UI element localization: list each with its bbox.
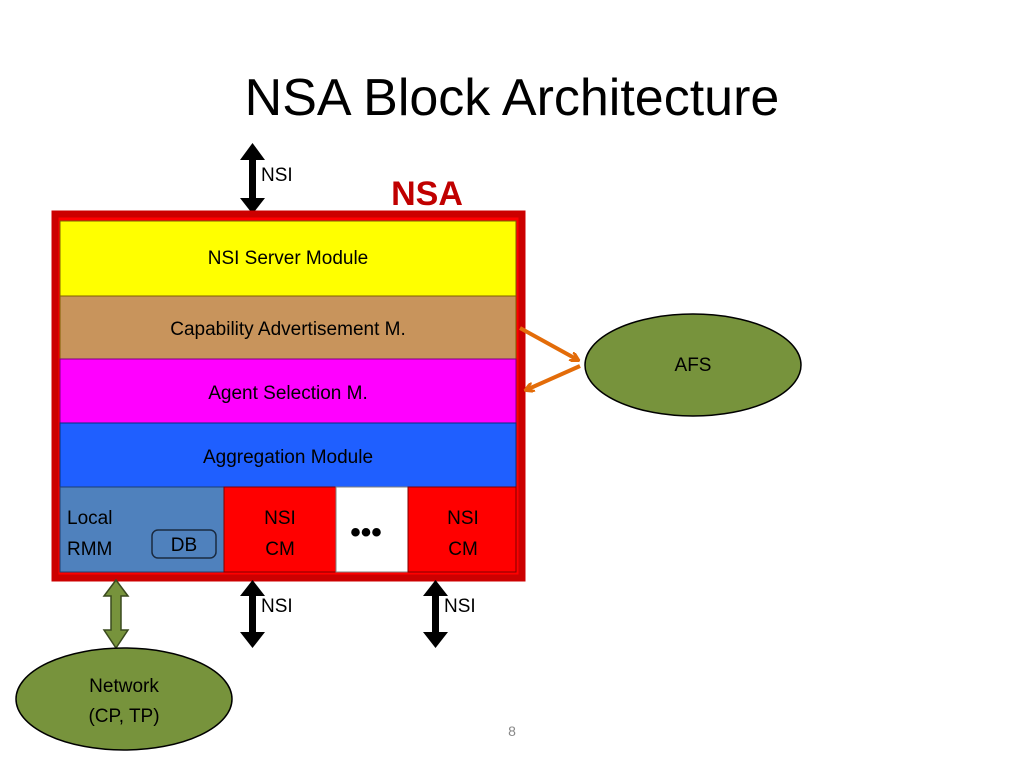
ellipsis-block: ••• [335,486,409,573]
slide-title: NSA Block Architecture [244,69,780,127]
nsi-cm-block-1: NSI CM [223,486,337,573]
ellipsis-label: ••• [350,516,382,549]
nsi-server-module-label: NSI Server Module [208,248,369,269]
bottom-nsi-arrow-2 [423,580,448,648]
top-nsi-arrow [240,143,265,214]
local-rmm-label-line2: RMM [67,539,112,560]
db-label: DB [171,535,197,556]
agent-selection-module: Agent Selection M. [59,358,517,424]
afs-arrow-in [526,364,581,390]
bottom-nsi-arrow-1 [240,580,265,648]
capability-advertisement-module: Capability Advertisement M. [59,295,517,360]
aggregation-module-label: Aggregation Module [203,447,373,468]
agent-selection-label: Agent Selection M. [208,383,367,404]
nsi-cm-1-line1: NSI [264,508,296,529]
nsa-label: NSA [391,175,463,213]
network-node: Network (CP, TP) [15,647,233,751]
page-number: 8 [508,723,516,739]
nsi-cm-block-2: NSI CM [407,486,517,573]
bottom-nsi-label-1: NSI [261,596,293,617]
network-label-line1: Network [89,676,159,697]
afs-label: AFS [675,355,712,376]
bottom-nsi-label-2: NSI [444,596,476,617]
local-rmm-block: Local RMM DB [59,486,225,573]
aggregation-module: Aggregation Module [59,422,517,488]
top-nsi-label: NSI [261,165,293,186]
network-label-line2: (CP, TP) [88,706,159,727]
nsi-cm-2-line1: NSI [447,508,479,529]
local-rmm-label-line1: Local [67,508,112,529]
capability-advertisement-label: Capability Advertisement M. [170,319,406,340]
afs-arrow-out [519,326,578,360]
db-box [151,529,217,559]
afs-node: AFS [584,313,802,417]
nsi-cm-2-line2: CM [448,539,478,560]
nsi-cm-1-line2: CM [265,539,295,560]
nsi-server-module: NSI Server Module [59,220,517,297]
network-arrow [102,578,130,650]
